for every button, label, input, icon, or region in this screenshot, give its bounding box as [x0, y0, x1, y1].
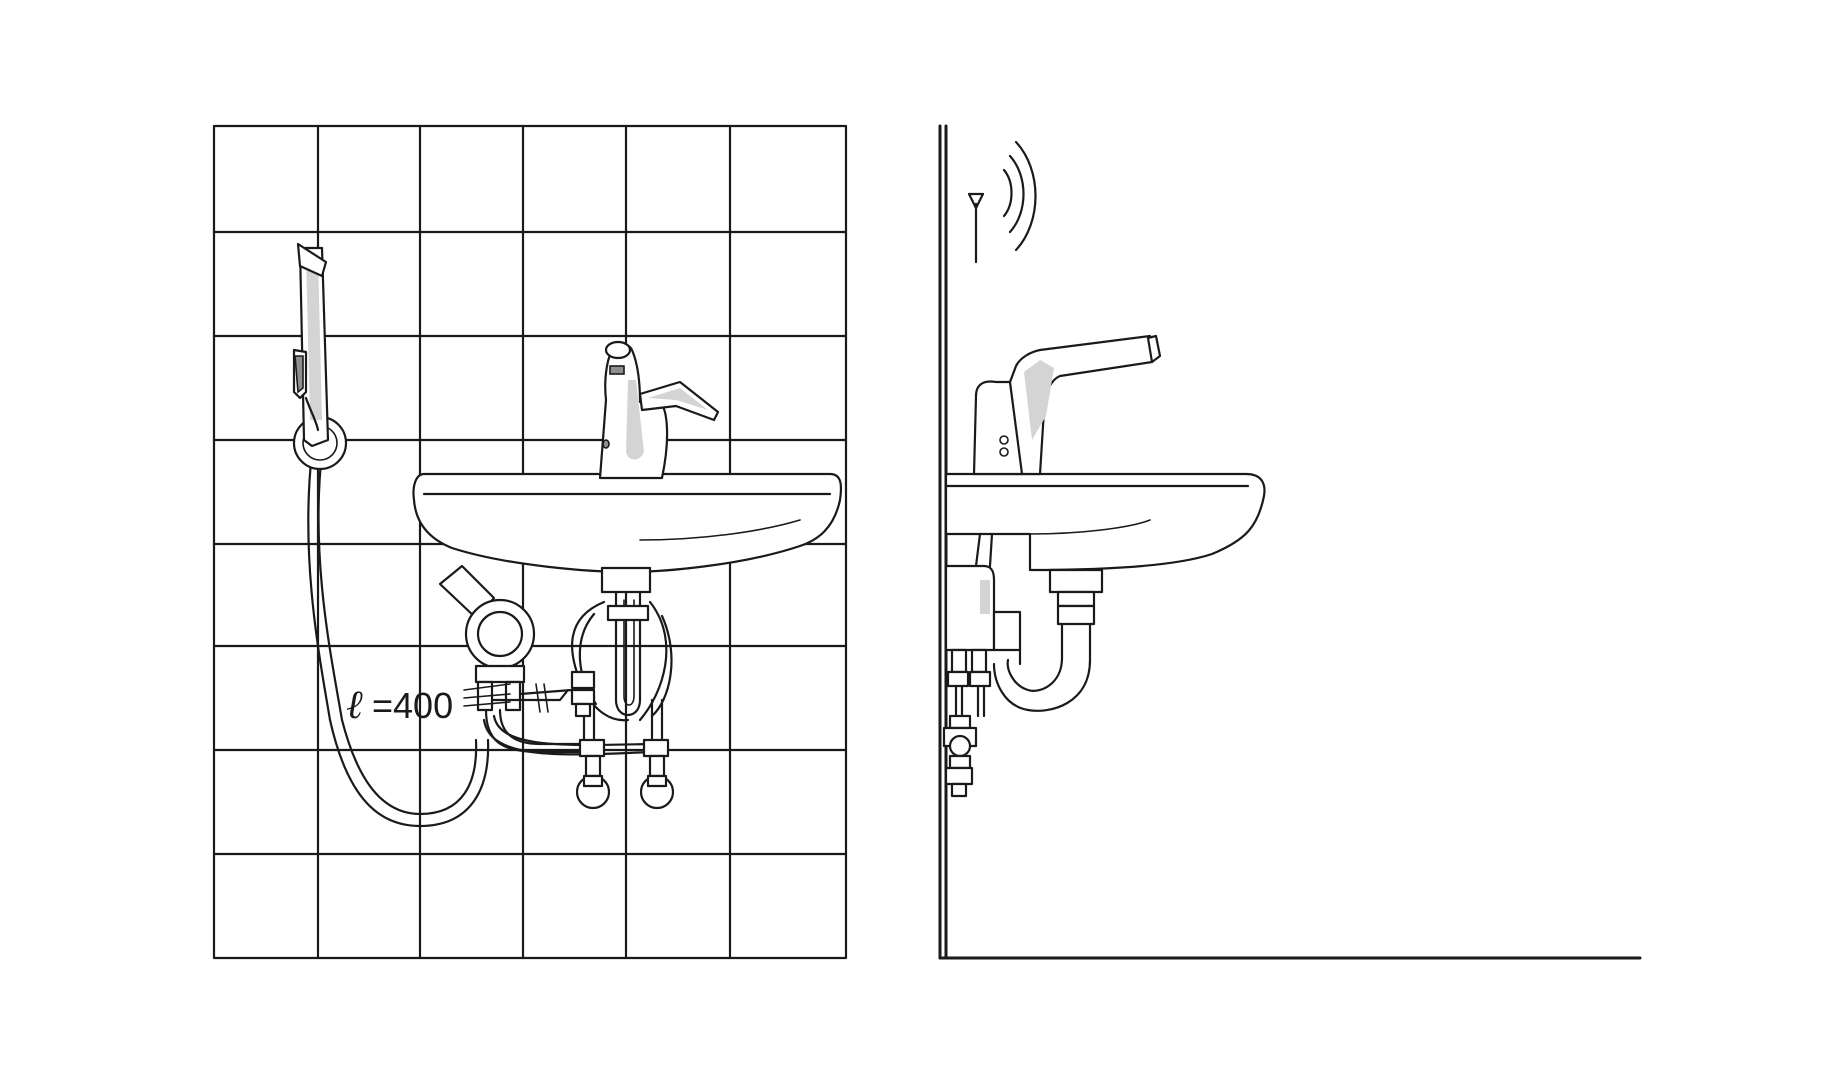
front-view: ℓ =400	[212, 124, 848, 960]
wireless-signal-icon	[1002, 140, 1037, 252]
basin-front	[412, 472, 843, 594]
length-value: =400	[372, 685, 453, 726]
faucet-front	[598, 340, 720, 480]
hand-shower	[292, 242, 490, 828]
plumbing-side	[942, 532, 1096, 798]
length-symbol: ℓ	[346, 682, 363, 727]
side-view	[938, 124, 1642, 960]
faucet-side	[972, 334, 1162, 476]
length-dimension: ℓ =400	[346, 682, 511, 727]
antenna-icon	[967, 192, 985, 264]
plumbing-front	[438, 564, 675, 810]
basin-side	[944, 472, 1266, 594]
